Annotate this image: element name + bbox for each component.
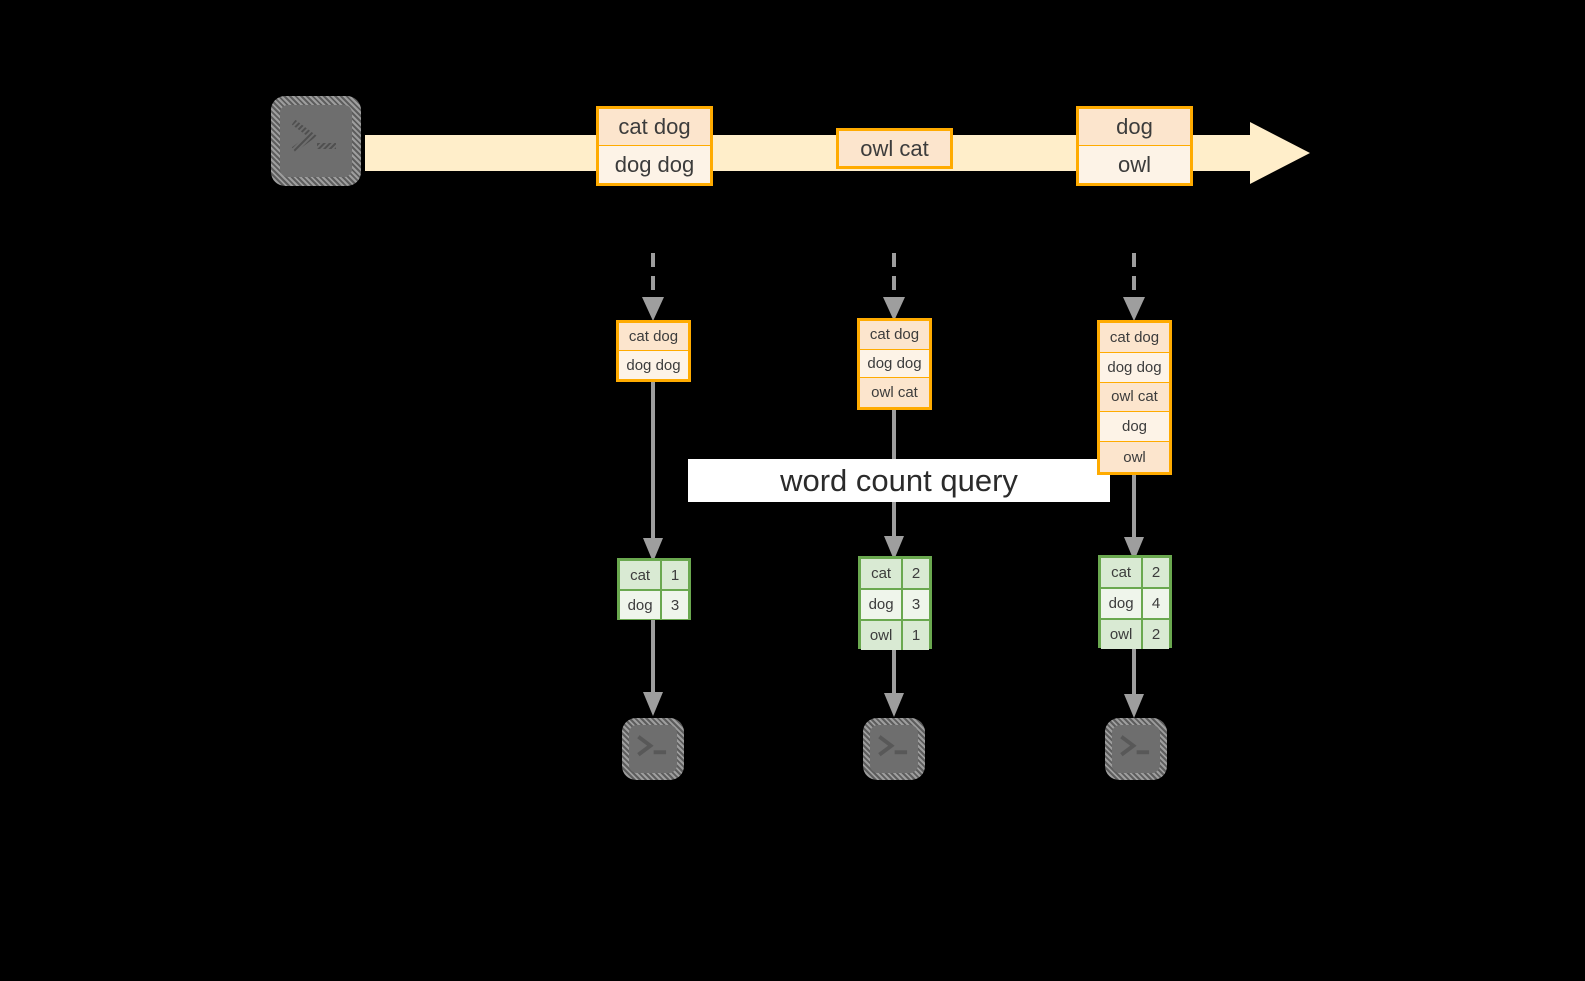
result-word-cell: dog xyxy=(1101,589,1144,618)
terminal-body xyxy=(629,725,677,773)
result-word-cell: cat xyxy=(1101,558,1144,587)
record-line: dog dog xyxy=(619,351,688,379)
prompt-chevron-underscore-icon xyxy=(1112,725,1160,773)
result-word-cell: cat xyxy=(861,559,904,588)
sink-terminal-icon-t1[interactable] xyxy=(622,718,684,780)
result-count-cell: 2 xyxy=(903,559,929,588)
record-line: dog dog xyxy=(860,349,929,379)
record-line: dog dog xyxy=(1100,352,1169,383)
record-line: owl cat xyxy=(839,131,950,166)
terminal-body xyxy=(280,105,352,177)
terminal-body xyxy=(870,725,918,773)
record-line: owl cat xyxy=(1100,382,1169,413)
result-count-cell: 2 xyxy=(1143,620,1169,649)
query-label-text: word count query xyxy=(780,462,1018,498)
result-count-cell: 1 xyxy=(903,621,929,650)
sink-terminal-icon-t2[interactable] xyxy=(863,718,925,780)
record-line: owl xyxy=(1100,442,1169,472)
record-line: cat dog xyxy=(1100,323,1169,353)
prompt-chevron-underscore-icon xyxy=(870,725,918,773)
record-line: dog xyxy=(1100,412,1169,443)
prompt-chevron-underscore-icon xyxy=(280,105,352,177)
result-to-sink-connector-t2 xyxy=(880,649,910,719)
result-word-cell: cat xyxy=(620,561,663,589)
result-count-cell: 2 xyxy=(1143,558,1169,587)
source-terminal-icon[interactable] xyxy=(271,96,361,186)
query-connector-t3 xyxy=(1120,475,1150,563)
record-line: cat dog xyxy=(599,109,710,146)
sink-terminal-icon-t3[interactable] xyxy=(1105,718,1167,780)
result-word-cell: dog xyxy=(861,590,904,619)
result-count-cell: 4 xyxy=(1143,589,1169,618)
record-line: dog dog xyxy=(599,146,710,183)
result-to-sink-connector-t1 xyxy=(639,620,669,718)
prompt-chevron-underscore-icon xyxy=(629,725,677,773)
result-word-cell: owl xyxy=(1101,620,1144,649)
result-count-cell: 3 xyxy=(903,590,929,619)
record-line: dog xyxy=(1079,109,1190,146)
stream-to-snapshot-connector-t3 xyxy=(1119,253,1149,323)
query-connector-t1 xyxy=(639,382,669,564)
record-line: cat dog xyxy=(619,323,688,351)
result-count-cell: 3 xyxy=(662,591,688,619)
terminal-body xyxy=(1112,725,1160,773)
stream-to-snapshot-connector-t2 xyxy=(879,253,909,323)
record-line: owl xyxy=(1079,146,1190,183)
result-count-cell: 1 xyxy=(662,561,688,589)
result-word-cell: dog xyxy=(620,591,663,619)
stream-record-r2[interactable]: owl cat xyxy=(836,128,953,169)
record-line: cat dog xyxy=(860,321,929,350)
result-word-cell: owl xyxy=(861,621,904,650)
record-line: owl cat xyxy=(860,378,929,407)
result-to-sink-connector-t3 xyxy=(1120,648,1150,720)
query-label-band: word count query xyxy=(688,459,1110,502)
stream-to-snapshot-connector-t1 xyxy=(638,253,668,323)
